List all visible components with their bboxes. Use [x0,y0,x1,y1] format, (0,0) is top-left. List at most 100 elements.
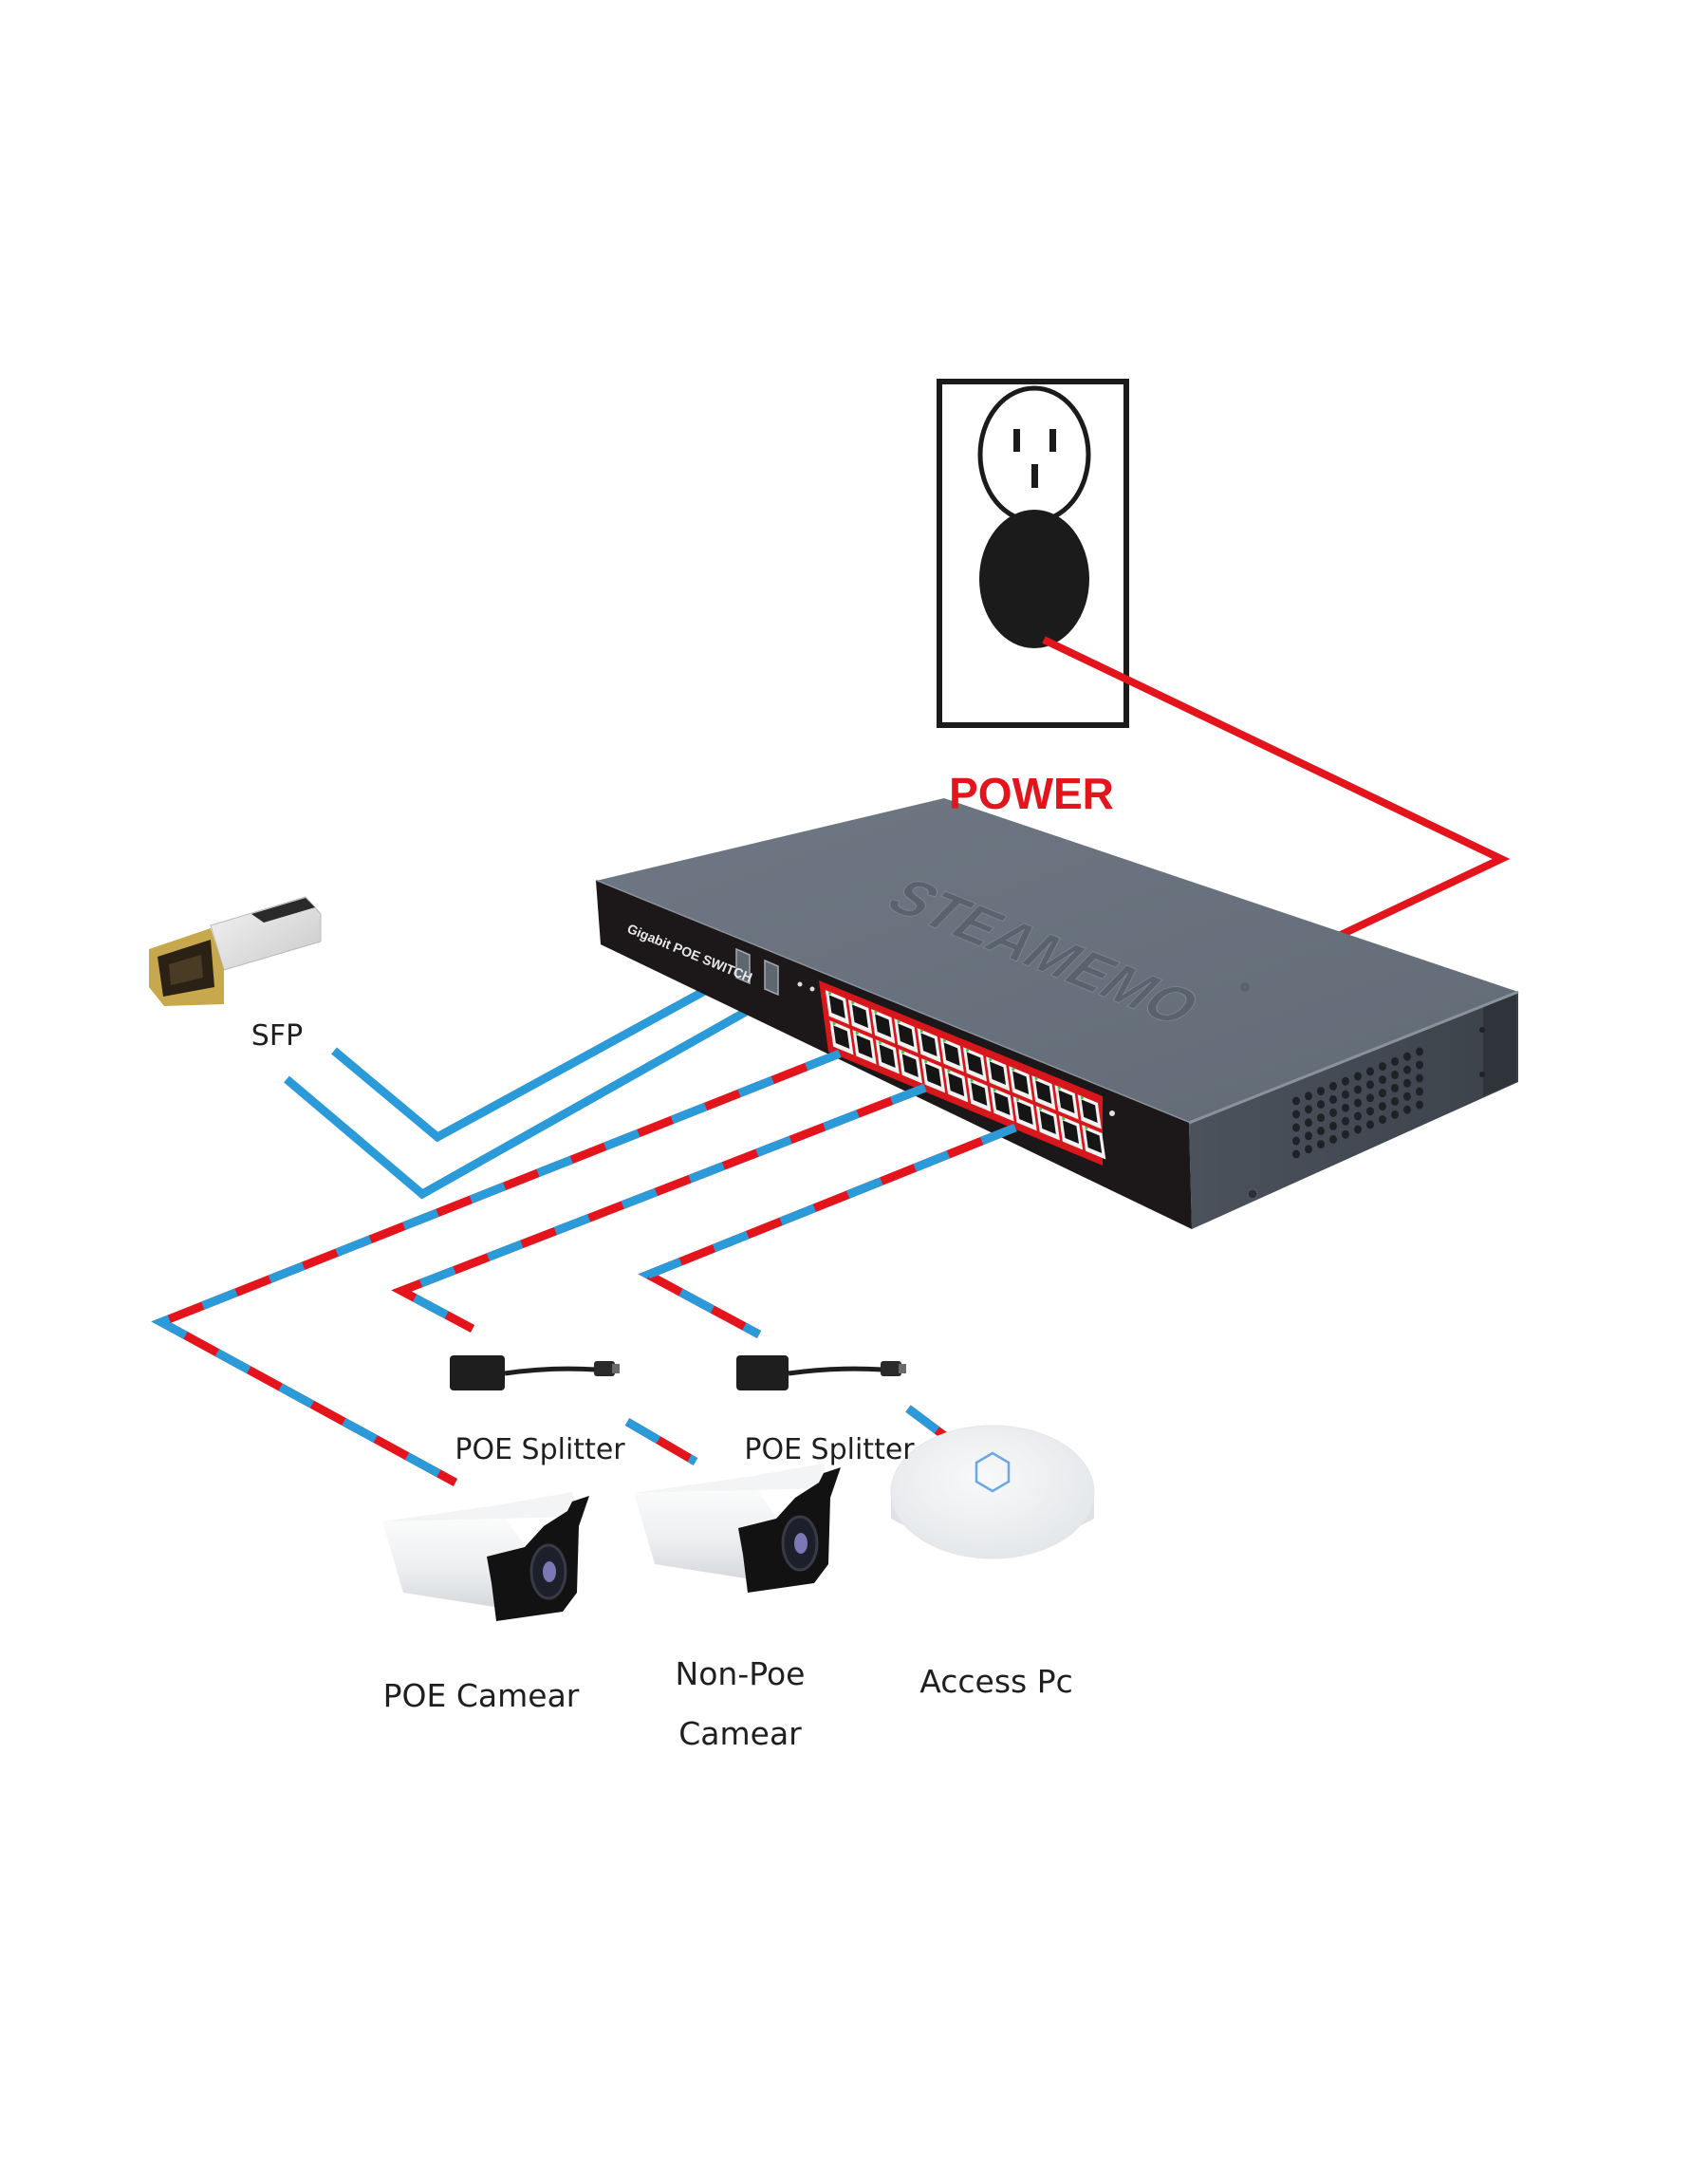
poe-cable-camera-stripe [151,1049,842,1486]
poe-splitter-icon [736,1355,906,1390]
port-led [855,1031,859,1035]
poe-switch: Gigabit POE SWITCH STEAMEMO [595,798,1519,1229]
vent-hole [1305,1145,1312,1154]
rj45-port-socket [833,1025,850,1049]
vent-hole [1342,1090,1349,1099]
vent-hole [1416,1060,1423,1070]
vent-hole [1379,1089,1386,1098]
switch-vent-grille [1292,1047,1423,1159]
vent-hole [1329,1081,1337,1091]
status-led [1109,1110,1115,1116]
vent-hole [1366,1080,1374,1090]
vent-hole [1305,1092,1312,1101]
vent-hole [1354,1111,1362,1121]
rj45-port-socket [1016,1101,1033,1125]
port-led [1080,1095,1085,1099]
rj45-port-socket [851,1004,869,1028]
poe-cable-splitter-2-stripe [638,1123,1017,1338]
vent-hole [1379,1062,1386,1072]
rj45-port-socket [856,1035,873,1058]
vent-hole [1292,1136,1300,1146]
rj45-port-socket [901,1054,919,1077]
sfp-slot-2[interactable] [764,959,779,997]
vent-hole [1305,1105,1312,1114]
sfp-slot-1[interactable] [735,947,751,985]
vent-hole [1292,1149,1300,1159]
port-led [919,1029,923,1033]
port-led [897,1019,900,1023]
vent-hole [1329,1121,1337,1130]
bullet-camera-icon [634,1464,841,1593]
access-point-label: Access Pc [919,1663,1073,1700]
rj45-port-socket [1035,1080,1052,1104]
vent-hole [1379,1115,1386,1125]
rj45-ports [825,990,1106,1160]
vent-hole [1403,1078,1411,1088]
vent-hole [1317,1113,1325,1123]
power-label: POWER [949,769,1114,818]
rj45-port-socket [1039,1110,1056,1134]
non-poe-camera-label-line1: Non-Poe [676,1655,806,1692]
rj45-port-socket [993,1092,1011,1115]
rj45-port-socket [943,1042,960,1066]
sfp-cable-2 [284,983,792,1200]
vent-hole [1391,1070,1399,1079]
poe-splitter-label: POE Splitter [744,1433,915,1466]
poe-splitter-icon [450,1355,620,1390]
port-led [1085,1126,1088,1129]
sfp-label: SFP [251,1019,303,1053]
vent-hole [1354,1072,1362,1081]
rj45-port-socket [1062,1120,1080,1144]
vent-hole [1403,1065,1411,1074]
port-led [851,1000,855,1004]
vent-hole [1317,1100,1325,1110]
vent-hole [1366,1093,1374,1103]
switch-side-panel [1189,992,1518,1229]
sfp-cable-1 [331,966,746,1143]
rj45-port-socket [1012,1071,1030,1094]
poe-cable-camera [151,1049,842,1486]
port-led [874,1010,878,1014]
rj45-port-socket [948,1073,965,1096]
sfp-cables [284,966,792,1200]
vent-hole [1366,1107,1374,1116]
vent-hole [1329,1108,1337,1117]
vent-hole [1292,1123,1300,1132]
port-led [1034,1076,1038,1080]
rj45-port-socket [924,1063,942,1087]
bullet-camera-icon [382,1492,589,1621]
vent-hole [1416,1073,1423,1083]
vent-hole [1292,1096,1300,1106]
poe-camera-label: POE Camear [383,1677,580,1714]
vent-hole [1305,1118,1312,1128]
port-led [965,1048,970,1052]
vent-hole [1416,1087,1423,1096]
poe-splitter-label: POE Splitter [455,1433,625,1466]
vent-hole [1354,1125,1362,1134]
status-led [797,981,803,987]
vent-hole [1391,1083,1399,1092]
port-led [878,1040,882,1044]
vent-hole [1329,1134,1337,1144]
access-point-icon [890,1425,1095,1559]
vent-hole [1354,1098,1362,1108]
vent-hole [1305,1131,1312,1141]
vent-hole [1329,1094,1337,1104]
port-led [1062,1116,1066,1120]
rj45-port-socket [966,1052,983,1075]
vent-hole [1391,1096,1399,1106]
port-led [827,991,832,995]
port-led [942,1038,947,1042]
port-led [1038,1107,1043,1110]
port-led [993,1088,996,1092]
rj45-port-socket [898,1023,915,1047]
non-poe-camera-label-line2: Camear [678,1715,802,1752]
vent-hole [1292,1110,1300,1119]
vent-hole [1391,1110,1399,1119]
vent-hole [1342,1116,1349,1126]
switch-top-panel [596,798,1518,1123]
sfp-module-icon [149,896,322,1006]
vent-hole [1342,1076,1349,1086]
port-led [1015,1097,1020,1101]
